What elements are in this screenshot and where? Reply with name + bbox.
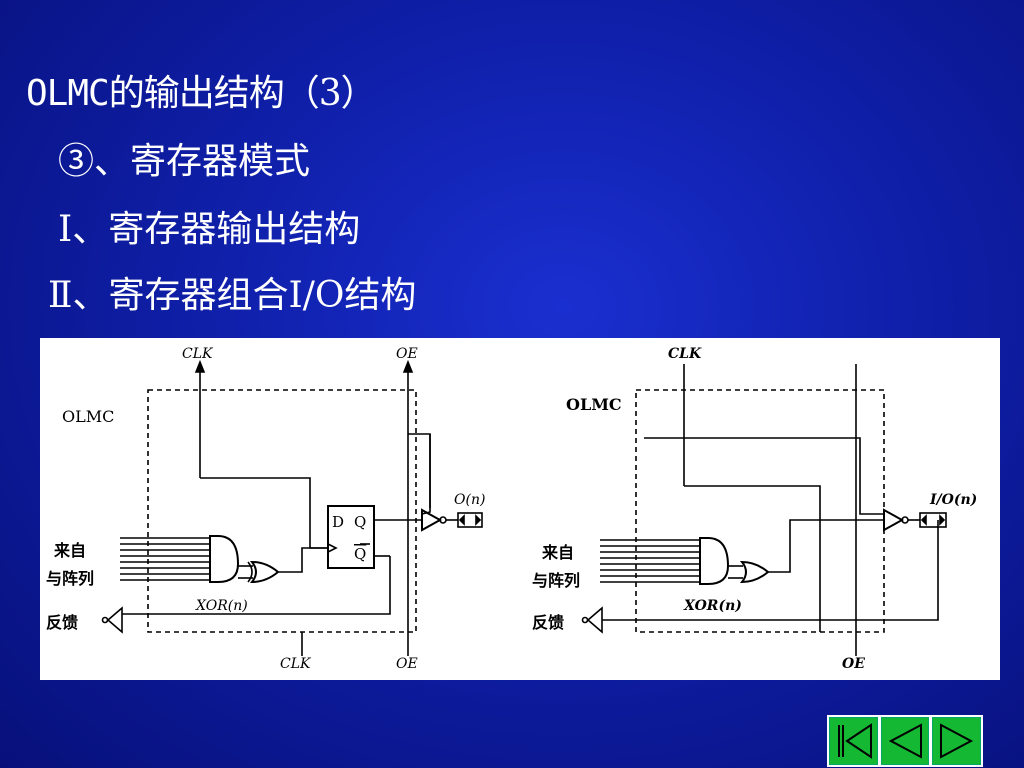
left-xor-label: XOR(n) (195, 598, 248, 614)
left-input-label-1: 来自 (53, 541, 86, 560)
left-clk-bottom-label: CLK (280, 656, 312, 672)
left-clk-top-label: CLK (182, 346, 214, 362)
previous-slide-icon (888, 723, 922, 759)
previous-slide-button[interactable] (880, 717, 930, 765)
right-clk-top-label: CLK (668, 346, 702, 362)
right-output-label: I/O(n) (929, 492, 977, 508)
left-ff-qbar: Q (354, 545, 366, 563)
olmc-diagrams: CLK OE OLMC 来自 与阵列 反馈 XOR(n) O(n) D Q Q … (40, 338, 1000, 680)
next-slide-icon (939, 723, 973, 759)
left-feedback-label: 反馈 (46, 613, 78, 632)
right-olmc-diagram (581, 364, 947, 656)
right-olmc-label: OLMC (566, 395, 622, 414)
slide-navigation (827, 715, 983, 767)
slide-title: OLMC的输出结构（3） (26, 64, 377, 116)
bullet-register-mode: ③、寄存器模式 (58, 141, 311, 182)
next-slide-button[interactable] (932, 717, 982, 765)
left-oe-bottom-label: OE (396, 656, 418, 672)
right-oe-bottom-label: OE (842, 656, 865, 672)
first-slide-button[interactable] (829, 717, 878, 765)
left-olmc-diagram (101, 359, 483, 656)
bullet-register-io: Ⅱ、寄存器组合I/O结构 (48, 275, 417, 316)
first-slide-icon (838, 723, 873, 759)
left-ff-q: Q (354, 513, 366, 531)
left-olmc-label: OLMC (62, 407, 114, 426)
right-input-label-1: 来自 (541, 543, 574, 562)
left-input-label-2: 与阵列 (46, 569, 94, 588)
left-ff-d: D (332, 513, 344, 531)
right-xor-label: XOR(n) (683, 598, 742, 614)
bullet-register-output: Ⅰ、寄存器输出结构 (58, 209, 361, 250)
right-input-label-2: 与阵列 (532, 571, 580, 590)
slide-title-prefix: OLMC (26, 73, 110, 114)
slide-title-suffix: 的输出结构（3） (108, 73, 377, 114)
left-output-label: O(n) (454, 492, 485, 508)
olmc-diagrams-svg: CLK OE OLMC 来自 与阵列 反馈 XOR(n) O(n) D Q Q … (46, 346, 977, 672)
right-feedback-label: 反馈 (532, 613, 564, 632)
left-oe-top-label: OE (396, 346, 418, 362)
